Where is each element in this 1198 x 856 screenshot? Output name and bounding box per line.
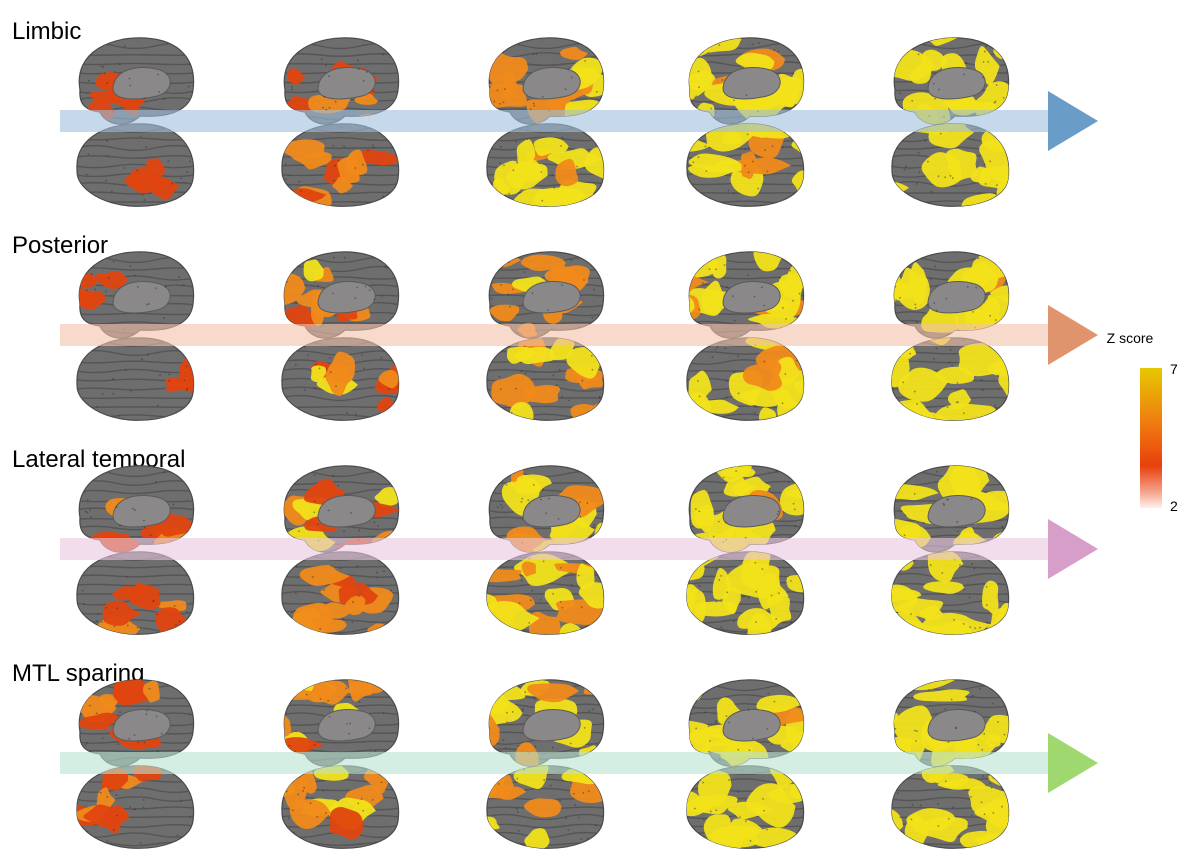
colorbar-max-label: 7 bbox=[1170, 361, 1178, 377]
medial-wall bbox=[112, 67, 171, 100]
medial-wall bbox=[522, 67, 581, 100]
row-3: MTL sparing bbox=[12, 660, 1098, 849]
medial-wall bbox=[112, 709, 171, 742]
medial-wall bbox=[317, 281, 376, 314]
medial-wall bbox=[522, 495, 581, 528]
colorbar-label: Z score bbox=[1107, 330, 1154, 346]
medial-wall bbox=[112, 495, 171, 528]
medial-wall bbox=[317, 495, 376, 528]
row-title: Limbic bbox=[12, 18, 81, 45]
stage-1-brain-pair bbox=[281, 465, 400, 635]
stage-1-brain-pair bbox=[281, 251, 400, 421]
stage-0-brain-pair bbox=[76, 251, 195, 421]
medial-wall bbox=[927, 709, 986, 742]
row-title: Posterior bbox=[12, 232, 108, 259]
medial-wall bbox=[927, 495, 986, 528]
medial-wall bbox=[722, 281, 781, 314]
medial-wall bbox=[112, 281, 171, 314]
medial-wall bbox=[927, 281, 986, 314]
row-1: Posterior bbox=[12, 232, 1098, 421]
medial-wall bbox=[722, 495, 781, 528]
row-0: Limbic bbox=[12, 18, 1098, 207]
medial-wall bbox=[522, 709, 581, 742]
progression-arrow-band bbox=[60, 324, 1050, 346]
stage-0-brain-pair bbox=[76, 465, 195, 635]
stage-0-brain-pair bbox=[76, 37, 195, 207]
medial-wall bbox=[722, 709, 781, 742]
medial-wall bbox=[927, 67, 986, 100]
progression-arrowhead-icon bbox=[1048, 733, 1098, 793]
medial-wall bbox=[317, 67, 376, 100]
stage-1-brain-pair bbox=[281, 37, 400, 207]
colorbar-gradient bbox=[1140, 368, 1162, 508]
colorbar-min-label: 2 bbox=[1170, 498, 1178, 514]
medial-wall bbox=[722, 67, 781, 100]
progression-arrow-band bbox=[60, 110, 1050, 132]
progression-arrowhead-icon bbox=[1048, 91, 1098, 151]
stage-2-brain-pair bbox=[486, 679, 605, 849]
progression-arrowhead-icon bbox=[1048, 519, 1098, 579]
progression-arrow-band bbox=[60, 752, 1050, 774]
medial-wall bbox=[522, 281, 581, 314]
medial-wall bbox=[317, 709, 376, 742]
row-2: Lateral temporal bbox=[12, 446, 1098, 635]
stage-0-brain-pair bbox=[76, 679, 195, 849]
colorbar: Z score 7 2 bbox=[1107, 330, 1178, 514]
progression-arrowhead-icon bbox=[1048, 305, 1098, 365]
progression-arrow-band bbox=[60, 538, 1050, 560]
